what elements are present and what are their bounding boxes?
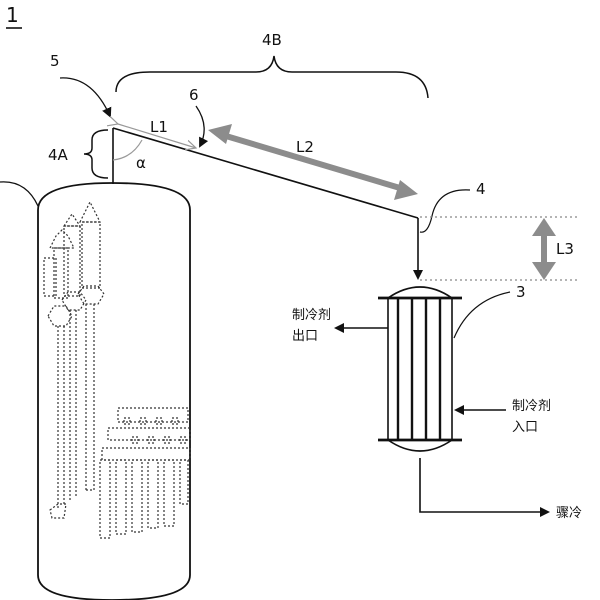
angle-arc — [112, 139, 143, 161]
dimension-l3: L3 — [420, 216, 578, 281]
coolant-outlet-line2: 出口 — [292, 329, 318, 344]
figure-number-text: 1 — [6, 3, 19, 27]
label-l2: L2 — [296, 138, 314, 156]
coolant-inlet-line1: 制冷剂 — [512, 399, 551, 414]
pointer-6: 6 — [189, 86, 209, 148]
brace-4b: 4B — [115, 31, 429, 99]
label-3: 3 — [516, 283, 526, 301]
coolant-outlet-line1: 制冷剂 — [292, 308, 331, 323]
brace-4a: 4A — [48, 129, 109, 179]
dimension-l1: L1 α — [113, 118, 196, 172]
label-4a: 4A — [48, 146, 69, 164]
pointer-5: 5 — [50, 52, 112, 118]
label-5: 5 — [50, 52, 60, 70]
dimension-l2: L2 — [208, 124, 418, 200]
label-l1: L1 — [150, 118, 168, 136]
label-alpha: α — [136, 154, 146, 172]
label-6: 6 — [189, 86, 199, 104]
label-4b: 4B — [262, 31, 282, 49]
label-l3: L3 — [556, 240, 574, 258]
figure-number: 1 — [6, 3, 22, 29]
coolant-inlet-label: 制冷剂 入口 — [512, 399, 551, 435]
vessel-leader-line — [0, 181, 39, 207]
label-4: 4 — [476, 180, 486, 198]
quench-label: 骤冷 — [556, 506, 582, 521]
pointer-4: 4 — [419, 180, 486, 233]
reformer-tubes — [43, 200, 191, 539]
reactor-vessel — [0, 128, 191, 600]
coolant-inlet-line2: 入口 — [512, 420, 538, 435]
coolant-outlet-label: 制冷剂 出口 — [292, 308, 331, 344]
heat-exchanger — [334, 286, 550, 517]
